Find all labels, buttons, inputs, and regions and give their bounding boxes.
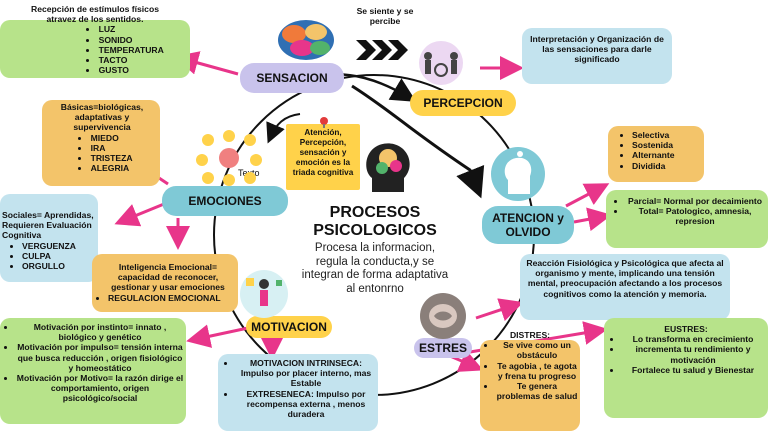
atencion-tipo-item: Dividida [632, 161, 702, 171]
emocion-basica-item: MIEDO [70, 133, 154, 143]
eustres-item: incrementa tu rendimiento y motivación [622, 344, 764, 364]
head-puzzle-icon [366, 143, 410, 192]
emociones-sociales-bg [0, 194, 98, 282]
emociones-basicas-bg [42, 100, 160, 186]
atencion-note-bg [286, 124, 360, 190]
node-sensacion[interactable]: SENSACION [240, 63, 344, 93]
arrow-emociones-sociales [114, 202, 165, 227]
colorful-brain-icon [278, 20, 334, 60]
atencion-note: Atención, Percepción, sensación y emoció… [292, 128, 354, 177]
percepcion-note: Interpretación y Organización de las sen… [530, 34, 664, 65]
emocion-basica-item: TRISTEZA [70, 153, 154, 163]
node-estres[interactable]: ESTRES [414, 338, 472, 358]
eustres-note: EUSTRES: Lo transforma en crecimiento in… [608, 324, 764, 375]
motivacion-tipos-bg [0, 318, 186, 424]
emociones-basicas-note: Básicas=biológicas, adaptativas y superv… [50, 102, 154, 173]
motivacion-intrinseca: MOTIVACION INTRINSECA: Impulso por place… [236, 358, 376, 389]
inteligencia-note: Inteligencia Emocional= capacidad de rec… [100, 262, 236, 303]
estres-note: Reacción Fisiológica y Psicológica que a… [526, 258, 724, 299]
eustres-bg [604, 318, 768, 418]
atencion-tipos-bg [608, 126, 704, 182]
motivacion-tipo-item: Motivación por Motivo= la razón dirige e… [16, 373, 184, 404]
motivacion-extra-bg [218, 354, 378, 431]
eustres-title: EUSTRES: [664, 324, 708, 334]
emocion-social-item: ORGULLO [22, 261, 106, 271]
perception-people-icon [419, 41, 463, 85]
motivacion-tipo-item: Motivación por impulso= tensión interna … [16, 342, 184, 373]
arrow-estres-distres [449, 349, 484, 372]
olvido-item: Parcial= Normal por decaimiento [626, 196, 764, 206]
olvido-item: Total= Patologico, amnesia, represion [626, 206, 764, 226]
emocion-social-item: VERGUENZA [22, 241, 106, 251]
atencion-tipo-item: Sostenida [632, 140, 702, 150]
label-siente: Se siente y se percibe [356, 6, 414, 27]
sensacion-item: TACTO [52, 55, 170, 65]
atencion-tipo-item: Selectiva [632, 130, 702, 140]
sensacion-item: TEMPERATURA [52, 45, 170, 55]
arrow-to-emociones-icon [266, 113, 301, 144]
arrow-motivacion-tipos [186, 324, 249, 348]
sensacion-item: SONIDO [52, 35, 170, 45]
emocion-basica-item: ALEGRIA [70, 163, 154, 173]
percepcion-note-bg [522, 28, 672, 84]
node-percepcion[interactable]: PERCEPCION [410, 90, 516, 116]
sensacion-note-intro: Recepción de estímulos físicos atravez d… [31, 4, 159, 25]
inteligencia-bg [92, 254, 238, 312]
emocion-basica-item: IRA [70, 143, 154, 153]
motivacion-tipo-item: Motivación por instinto= innato , biológ… [16, 322, 184, 342]
node-atencion[interactable]: ATENCION y OLVIDO [482, 206, 574, 244]
center-title: PROCESOS PSICOLOGICOS [313, 204, 437, 239]
inteligencia-intro: Inteligencia Emocional= capacidad de rec… [111, 262, 225, 293]
sensacion-item: LUZ [52, 24, 170, 34]
motivation-person-icon [240, 270, 288, 318]
attention-head-icon [491, 147, 545, 201]
node-emociones[interactable]: EMOCIONES [162, 186, 288, 216]
stress-brain-icon [420, 293, 466, 339]
olvido-note: Parcial= Normal por decaimiento Total= P… [612, 196, 764, 227]
sensacion-note: Recepción de estímulos físicos atravez d… [20, 4, 170, 75]
motivacion-tipos-note: Motivación por instinto= innato , biológ… [2, 322, 184, 404]
atencion-tipo-item: Alternante [632, 150, 702, 160]
chevron-arrows-icon [356, 40, 408, 60]
sensacion-item: GUSTO [52, 65, 170, 75]
arrow-atencion-olvido [573, 207, 612, 232]
atencion-tipos-note: Selectiva Sostenida Alternante Dividida [618, 130, 702, 171]
motivacion-extra-note: MOTIVACION INTRINSECA: Impulso por place… [222, 358, 376, 419]
inteligencia-item: REGULACION EMOCIONAL [108, 293, 236, 303]
estres-note-bg [520, 254, 730, 320]
emociones-sociales-intro: Sociales= Aprendidas, Requieren Evaluaci… [2, 210, 94, 241]
pushpin-icon [320, 117, 328, 128]
distres-item: Te genera problemas de salud [496, 381, 578, 401]
arrow-atencion-tipos [565, 183, 610, 208]
distres-bg [480, 340, 580, 431]
distres-item: Se vive como un obstáculo [496, 340, 578, 360]
emociones-sociales-note: Sociales= Aprendidas, Requieren Evaluaci… [2, 210, 106, 271]
center-description: Procesa la informacion, regula la conduc… [301, 242, 449, 295]
motivacion-extrinseca: EXTRESENECA: Impulso por recompensa exte… [236, 389, 376, 420]
emocion-social-item: CULPA [22, 251, 106, 261]
eustres-item: Fortalece tu salud y Bienestar [622, 365, 764, 375]
distres-title: DISTRES: [509, 330, 551, 340]
olvido-bg [606, 190, 768, 248]
eustres-item: Lo transforma en crecimiento [622, 334, 764, 344]
emotion-faces-icon [196, 130, 262, 186]
distres-item: Te agobia , te agota y frena tu progreso [496, 361, 578, 381]
emociones-basicas-intro: Básicas=biológicas, adaptativas y superv… [60, 102, 144, 133]
arrow-percepcion-atencion [351, 84, 485, 199]
sensacion-note-bg [0, 20, 190, 78]
node-motivacion[interactable]: MOTIVACION [246, 316, 332, 338]
arrow-estres-note [475, 298, 524, 322]
distres-note: DISTRES: Se vive como un obstáculo Te ag… [482, 330, 578, 401]
